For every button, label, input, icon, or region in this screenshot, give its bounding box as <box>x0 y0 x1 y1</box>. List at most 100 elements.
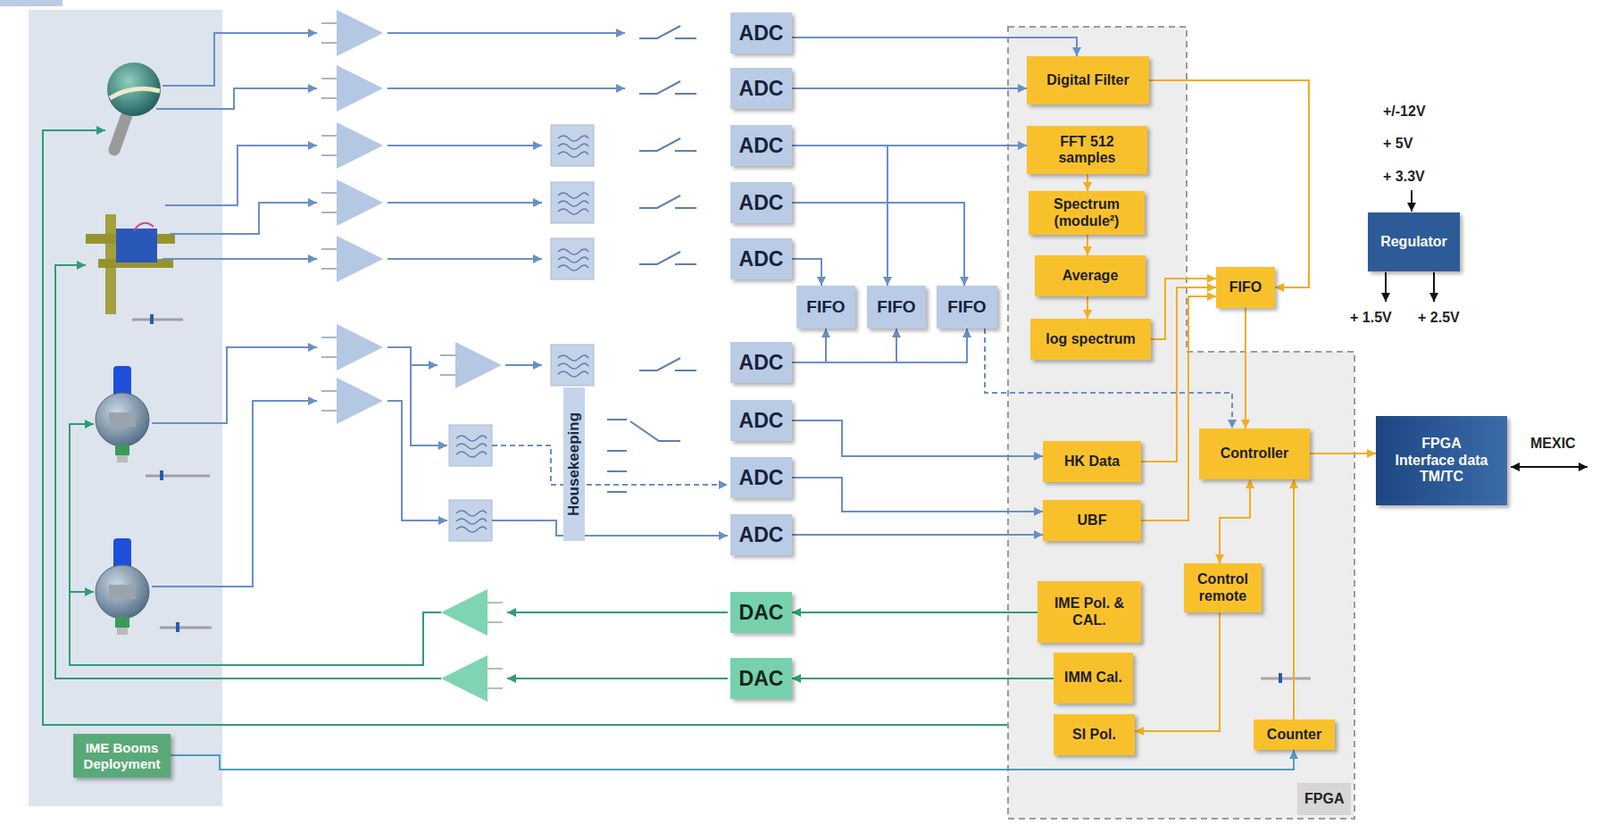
dac-amplifier <box>441 655 503 702</box>
sensor-wire <box>151 33 317 587</box>
switch-symbol <box>639 251 697 265</box>
switch-symbol <box>639 25 697 39</box>
filter-symbol <box>550 125 594 167</box>
sensor-wire <box>162 33 317 86</box>
box-label: IMM Cal. <box>1064 669 1123 686</box>
plasma-probe <box>115 616 130 628</box>
signal-wire <box>387 33 728 536</box>
sensor-panel <box>28 9 223 807</box>
fpga-block: Digital Filter <box>1026 56 1150 105</box>
fpga-outline <box>1278 673 1283 684</box>
drive-wire <box>42 130 1054 725</box>
signal-connector <box>1086 234 1089 256</box>
signal-connector <box>791 328 826 363</box>
box-label: Interface data TM/TC <box>1381 452 1502 486</box>
box-label: ADC <box>739 76 784 100</box>
sphere-probe <box>107 62 161 150</box>
bus-name: MEXIC <box>1530 435 1576 452</box>
signal-connector <box>791 420 1043 457</box>
deployment-box: IME Booms Deployment <box>73 733 171 778</box>
plasma-probe <box>95 538 212 635</box>
box-label: DAC <box>739 600 784 625</box>
dac-box: DAC <box>730 658 792 700</box>
plasma-probe <box>116 455 128 463</box>
box-label: FIFO <box>876 297 916 317</box>
fpga-region: FPGADigital FilterFFT 512 samplesSpectru… <box>1007 25 1356 820</box>
search-coil <box>116 228 158 263</box>
fpga-outline <box>1008 26 1355 819</box>
box-label: IME Pol. & CAL. <box>1042 595 1136 629</box>
signal-connector <box>1219 479 1250 564</box>
sensor-wire <box>151 347 317 424</box>
amplifier <box>321 65 384 112</box>
dac-amplifier <box>441 589 503 702</box>
plasma-probe <box>113 366 132 399</box>
switch-symbol <box>639 81 697 94</box>
dac-amplifier <box>441 589 503 636</box>
box-label: Control remote <box>1189 571 1257 605</box>
fpga-block: IME Pol. & CAL. <box>1037 581 1142 643</box>
box-label: ADC <box>739 21 784 45</box>
sensor-panel <box>0 0 63 7</box>
switch-symbol <box>639 195 697 209</box>
sensor-wire <box>162 258 317 260</box>
amplifier <box>321 9 502 425</box>
signal-wire <box>387 32 625 34</box>
fifo-buffer: FIFO <box>796 285 856 329</box>
box-label: ADC <box>739 133 784 158</box>
bus-arrow <box>1510 466 1588 468</box>
box-label: FFT 512 samples <box>1032 133 1142 167</box>
fpga-block: UBF <box>1042 500 1142 542</box>
signal-connector <box>791 145 888 286</box>
amplifier <box>321 122 384 169</box>
box-label: FPGA <box>1421 435 1461 452</box>
voltage-label: + 3.3V <box>1383 168 1425 185</box>
adc-box: ADC <box>730 12 792 54</box>
adc-box: ADC <box>730 67 792 109</box>
adc-box: ADC <box>730 457 792 499</box>
box-label: Average <box>1062 267 1119 284</box>
box-label: UBF <box>1077 512 1108 529</box>
signal-connector <box>791 477 1043 512</box>
signal-wire <box>387 258 542 260</box>
sensor-panel <box>0 0 223 807</box>
fpga-block: Controller <box>1199 428 1310 480</box>
signal-connector <box>791 258 822 286</box>
signal-wire <box>387 144 542 147</box>
drive-wire <box>55 265 442 679</box>
filter-symbol <box>449 500 492 542</box>
sensor-wire <box>169 202 317 234</box>
signal-connector <box>791 328 897 363</box>
fpga-block: FIFO <box>1216 266 1275 309</box>
filter-symbol <box>550 182 594 224</box>
box-label: ADC <box>739 191 784 215</box>
box-label: FIFO <box>947 297 986 317</box>
voltage-label: + 5V <box>1383 135 1413 152</box>
amplifier <box>321 377 384 425</box>
signal-connector <box>1244 308 1247 429</box>
plasma-probe <box>115 444 130 456</box>
signal-connector <box>791 611 1038 614</box>
search-coil <box>85 233 175 244</box>
box-label: Regulator <box>1380 233 1448 250</box>
adc-box: ADC <box>730 125 792 167</box>
amplifier <box>321 9 384 57</box>
filter-symbol <box>449 125 594 542</box>
search-coil <box>85 214 184 325</box>
box-label: Counter <box>1266 726 1322 743</box>
sensor-wire <box>151 400 317 587</box>
box-label: Controller <box>1220 445 1289 462</box>
search-coil <box>132 318 184 322</box>
power-arrow <box>1410 190 1413 212</box>
plasma-probe <box>159 626 212 630</box>
region-title: FPGA <box>1297 783 1351 816</box>
filter-symbol <box>449 425 492 467</box>
fpga-block: FFT 512 samples <box>1026 125 1148 175</box>
signal-connector <box>791 533 1043 536</box>
signal-wire <box>491 520 728 536</box>
signal-connector <box>984 328 1233 429</box>
drive-wire <box>507 677 728 680</box>
box-label: ADC <box>739 466 784 490</box>
amplifier <box>321 324 384 371</box>
box-label: ADC <box>739 408 784 433</box>
